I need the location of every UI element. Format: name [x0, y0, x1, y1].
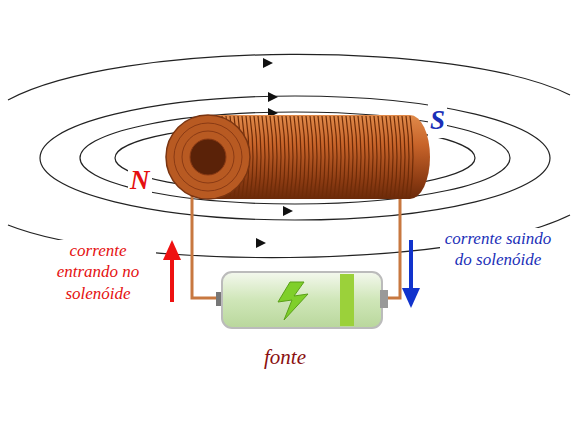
coil-turn: [374, 116, 377, 198]
coil-turn: [266, 116, 269, 198]
coil-turn: [318, 116, 321, 198]
coil-turn: [306, 116, 309, 198]
coil-turn: [270, 116, 273, 198]
coil-turn: [390, 116, 393, 198]
coil-turn: [282, 116, 285, 198]
coil-turn: [294, 116, 297, 198]
coil-turn: [366, 116, 369, 198]
coil-turn: [322, 116, 325, 198]
coil-turn: [354, 116, 357, 198]
pole-label: N: [128, 164, 152, 198]
coil-turn: [302, 116, 305, 198]
coil-turn: [278, 116, 281, 198]
coil-turn: [370, 116, 373, 198]
coil-turn: [330, 116, 333, 198]
coil-turn: [262, 116, 265, 198]
coil-turn: [338, 116, 341, 198]
current-arrows: [163, 240, 420, 308]
coil-turn: [394, 116, 397, 198]
coil-turn: [326, 116, 329, 198]
coil-turn: [378, 116, 381, 198]
coil-turn: [382, 116, 385, 198]
coil-turn: [310, 116, 313, 198]
coil-turn: [254, 116, 257, 198]
coil-turn: [286, 116, 289, 198]
coil-turn: [386, 116, 389, 198]
coil-turn: [398, 116, 401, 198]
coil-turn: [290, 116, 293, 198]
coil-turn: [342, 116, 345, 198]
source-label: fonte: [262, 344, 308, 370]
coil-turn: [346, 116, 349, 198]
pole-label: S: [428, 104, 447, 138]
coil-turn: [350, 116, 353, 198]
coil-turn: [358, 116, 361, 198]
coil-turn: [298, 116, 301, 198]
coil-turn: [362, 116, 365, 198]
coil-turn: [274, 116, 277, 198]
coil-turn: [406, 116, 409, 198]
coil-turn: [314, 116, 317, 198]
coil-turn: [410, 116, 413, 198]
coil-turn: [402, 116, 405, 198]
coil-turn: [334, 116, 337, 198]
current-label: corrente entrando no solenóide: [40, 240, 156, 304]
current-label: corrente saindo do solenóide: [440, 228, 556, 271]
coil-turn: [258, 116, 261, 198]
solenoid-coil: [166, 115, 430, 199]
battery-symbol: [216, 272, 388, 328]
